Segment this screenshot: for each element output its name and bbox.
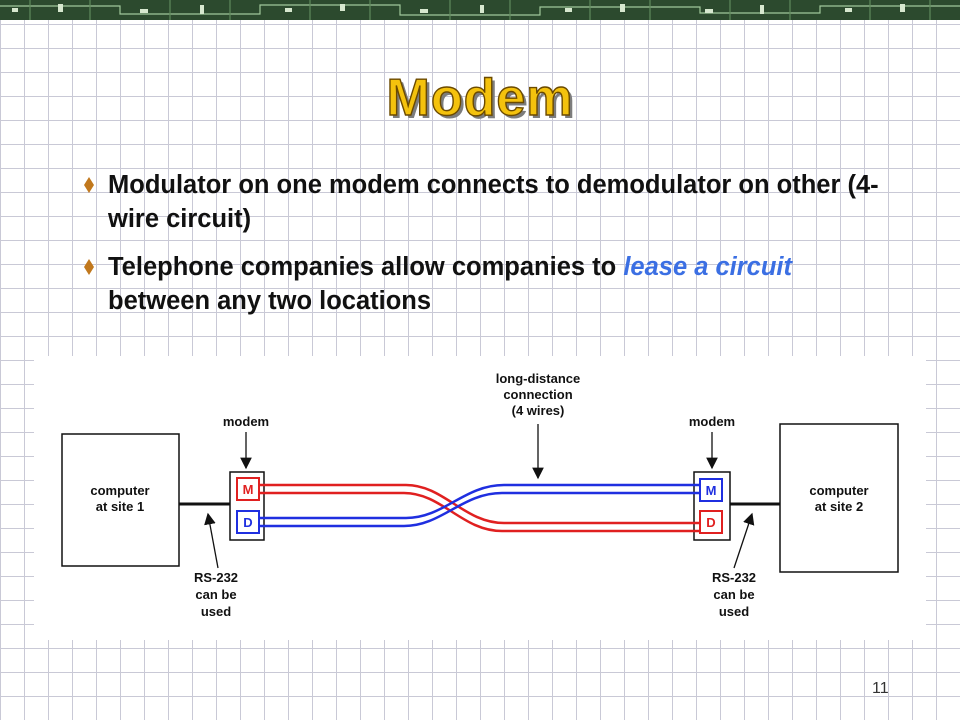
slide-title: Modem — [386, 68, 574, 127]
bullet-text-1: Modulator on one modem connects to demod… — [108, 171, 879, 233]
rs232-right-label-line3: used — [719, 604, 749, 619]
modem-left-port-d-label: D — [243, 515, 252, 530]
rs232-left-pointer — [204, 512, 219, 569]
bullet-list: Modulator on one modem connects to demod… — [84, 168, 884, 332]
bullet-text-2-start: Telephone companies allow companies to — [108, 253, 624, 281]
computer-site-2-box — [779, 423, 899, 573]
rs232-right-pointer — [733, 512, 755, 569]
rs232-right-label-line2: can be — [713, 587, 754, 602]
modem-left-port-d — [236, 510, 260, 534]
circuit-board-banner — [0, 0, 960, 20]
diamond-bullet-icon — [84, 177, 94, 193]
modem-left-port-m — [236, 477, 260, 501]
rs232-left-label-line3: used — [201, 604, 231, 619]
computer-site-2-label-line1: computer — [809, 483, 868, 498]
rs232-left-label-line2: can be — [195, 587, 236, 602]
long-distance-label-line3: (4 wires) — [512, 403, 565, 418]
modem-right-label: modem — [689, 414, 735, 429]
long-distance-label-line1: long-distance — [496, 371, 581, 386]
computer-site-2-label-line2: at site 2 — [815, 499, 863, 514]
bullet-text-2-emphasis: lease a circuit — [623, 253, 793, 281]
long-distance-label-line2: connection — [503, 387, 572, 402]
computer-site-1-label-line1: computer — [90, 483, 149, 498]
blue-wire-pair — [259, 483, 700, 528]
modem-circuit-diagram: computer at site 1 computer at site 2 M … — [34, 356, 926, 640]
red-wire-pair — [259, 483, 700, 533]
diamond-bullet-icon — [84, 259, 94, 275]
modem-left-port-m-label: M — [243, 482, 254, 497]
modem-left-label: modem — [223, 414, 269, 429]
computer-site-1-box — [61, 433, 180, 567]
bullet-item-1: Modulator on one modem connects to demod… — [84, 168, 884, 236]
bullet-item-2: Telephone companies allow companies to l… — [84, 250, 884, 318]
rs232-left-label-line1: RS-232 — [194, 570, 238, 585]
slide-number: 11 — [872, 680, 889, 697]
modem-right-port-d-label: D — [706, 515, 715, 530]
modem-right-port-m — [699, 478, 723, 502]
computer-site-1-label-line2: at site 1 — [96, 499, 144, 514]
rs232-right-label-line1: RS-232 — [712, 570, 756, 585]
bullet-text-2-end: between any two locations — [108, 287, 432, 315]
modem-right-port-m-label: M — [706, 483, 717, 498]
